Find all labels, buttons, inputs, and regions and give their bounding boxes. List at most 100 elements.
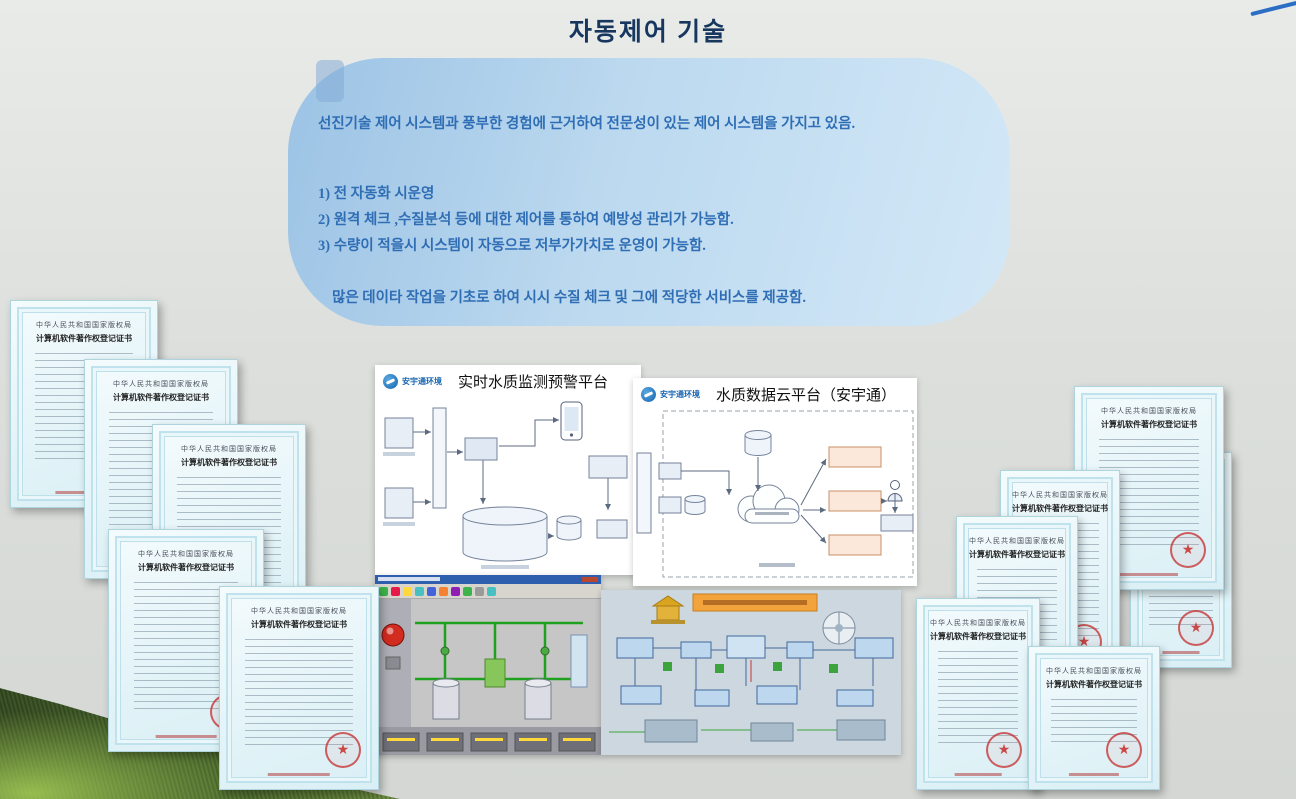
certificate-title: 计算机软件著作权登记证书 [113, 393, 209, 402]
realtime-platform-panel: 安宇通环境 实时水质监测预警平台 [375, 365, 641, 575]
certificate-authority: 中华人民共和国国家版权局 [1012, 491, 1108, 499]
certificate-title: 计算机软件著作权登记证书 [1012, 504, 1108, 513]
realtime-panel-title: 实时水质监测预警平台 [458, 374, 609, 391]
scada-toolbar [375, 584, 601, 599]
scada-screenshot-left [375, 575, 601, 755]
certificate: 中华人民共和国国家版权局 计算机软件著作权登记证书 ★ [916, 598, 1040, 790]
bubble-accent [316, 60, 344, 102]
sensor-boxes [658, 462, 682, 514]
red-seal-icon: ★ [1178, 610, 1214, 646]
certificate-number [1068, 773, 1120, 776]
certificate-number [267, 773, 331, 776]
scada-screenshot-right [601, 590, 901, 755]
process-flow-diagram [601, 590, 901, 755]
dashed-boundary [662, 410, 914, 578]
phone-icon [560, 401, 583, 441]
bubble-item-2: 2) 원격 체크 ,수질분석 등에 대한 제어를 통하여 예방성 관리가 가능함… [318, 212, 734, 228]
application-boxes [828, 446, 882, 556]
certificate-frame: 中华人民共和国国家版权局 计算机软件著作权登记证书 ★ [1035, 653, 1153, 783]
flow-lines [634, 647, 874, 690]
bottom-green-lines [609, 729, 837, 733]
certificate-number [1162, 651, 1200, 654]
toolbar-icon [439, 586, 448, 596]
scada-bottom-buttons [382, 732, 596, 752]
certificate-title: 计算机软件著作权登记证书 [181, 458, 277, 467]
bubble-item-3: 3) 수량이 적을시 시스템이 자동으로 저부가가치로 운영이 가능함. [318, 238, 706, 254]
local-db-cylinder-icon [684, 495, 706, 515]
certificate-frame: 中华人民共和国国家版权局 计算机软件著作权登记证书 ★ [923, 605, 1033, 783]
certificate-body-lines [937, 651, 1019, 747]
certificate-authority: 中华人民共和国国家版权局 [969, 537, 1065, 545]
toolbar-icon [475, 586, 484, 596]
toolbar-icon [463, 586, 472, 596]
toolbar-icon [487, 586, 496, 596]
certificate-title: 计算机软件著作权登记证书 [36, 334, 132, 343]
realtime-panel-header: 安宇通环境 实时水质监测预警平台 [375, 365, 641, 394]
toolbar-icon [415, 586, 424, 596]
toolbar-icon [427, 586, 436, 596]
cloud-panel-title: 水质数据云平台（安宇通） [716, 387, 897, 404]
toolbar-icon [451, 586, 460, 596]
certificate: 中华人民共和国国家版权局 计算机软件著作权登记证书 ★ [219, 586, 379, 790]
cloud-platform-panel: 安宇通环境 水质数据云平台（安宇通） [633, 378, 917, 586]
toolbar-icon [403, 586, 412, 596]
anyutong-logo-icon [383, 374, 398, 389]
cloud-panel-header: 安宇通环境 水质数据云平台（安宇通） [633, 378, 917, 407]
certificate-title: 计算机软件著作权登记证书 [1101, 420, 1197, 429]
bubble-intro: 선진기술 제어 시스템과 풍부한 경험에 근거하여 전문성이 있는 제어 시스템… [318, 116, 856, 132]
certificate-authority: 中华人民共和国国家版权局 [181, 445, 277, 453]
certificate-body-lines [245, 639, 353, 747]
page-title: 자동제어 기술 [568, 19, 728, 46]
certificate-title: 计算机软件著作权登记证书 [969, 550, 1065, 559]
valve-squares [663, 662, 838, 673]
certificate-authority: 中华人民共和国国家版权局 [1101, 407, 1197, 415]
certificate-authority: 中华人民共和国国家版权局 [930, 619, 1026, 627]
wireless-module-box [596, 519, 628, 539]
server-box [464, 437, 498, 461]
toolbar-icon [391, 586, 400, 596]
brand-label: 安宇通环境 [402, 377, 442, 386]
remote-monitor-box [880, 514, 914, 532]
tank-icons [432, 634, 588, 720]
red-seal-icon: ★ [986, 732, 1022, 768]
certificate: 中华人民共和国国家版权局 计算机软件著作权登记证书 ★ [1028, 646, 1160, 790]
alert-module-box [588, 455, 628, 479]
small-cylinder-icon [556, 515, 582, 541]
clarifier-icon [822, 611, 856, 645]
brand-label: 安宇通环境 [660, 390, 700, 399]
certificate-authority: 中华人民共和国国家版权局 [36, 321, 132, 329]
red-seal-icon: ★ [1170, 532, 1206, 568]
certificate-number [155, 735, 217, 738]
collector-bar [432, 407, 447, 509]
cloud-icon [737, 484, 800, 524]
certificate-authority: 中华人民共和国国家版权局 [251, 607, 347, 615]
certificate-title: 计算机软件著作权登记证书 [138, 563, 234, 572]
certificate-number [954, 773, 1002, 776]
anyutong-logo-icon [641, 387, 656, 402]
building-icon [651, 595, 685, 624]
info-bubble: 선진기술 제어 시스템과 풍부한 경험에 근거하여 전문성이 있는 제어 시스템… [288, 58, 1010, 326]
secondary-boxes [620, 685, 874, 707]
certificate-title: 计算机软件著作权登记证书 [251, 620, 347, 629]
toolbar-icon [379, 586, 388, 596]
top-db-cylinder-icon [744, 430, 772, 456]
certificate-title: 计算机软件著作权登记证书 [930, 632, 1026, 641]
realtime-flow-diagram [383, 401, 628, 569]
certificate-title: 计算机软件著作权登记证书 [1046, 680, 1142, 689]
alarm-button [381, 623, 405, 647]
certificate-authority: 中华人民共和国国家版权局 [138, 550, 234, 558]
certificate-number [1119, 573, 1179, 576]
bubble-item-1: 1) 전 자동화 시운영 [318, 186, 435, 202]
cloud-flow-diagram [636, 410, 914, 578]
red-seal-icon: ★ [1106, 732, 1142, 768]
scada-piping-diagram [375, 599, 601, 755]
certificate-authority: 中华人民共和国国家版权局 [113, 380, 209, 388]
certificate-frame: 中华人民共和国国家版权局 计算机软件著作权登记证书 ★ [226, 593, 372, 783]
intake-boxes [384, 417, 414, 519]
station-bar [636, 452, 652, 534]
title-banner [692, 593, 818, 612]
scada-title-bar [375, 575, 601, 584]
bottom-tanks [644, 719, 886, 743]
bubble-footer: 많은 데이타 작업을 기초로 하여 시시 수질 체크 및 그에 적당한 서비스를… [332, 290, 807, 306]
